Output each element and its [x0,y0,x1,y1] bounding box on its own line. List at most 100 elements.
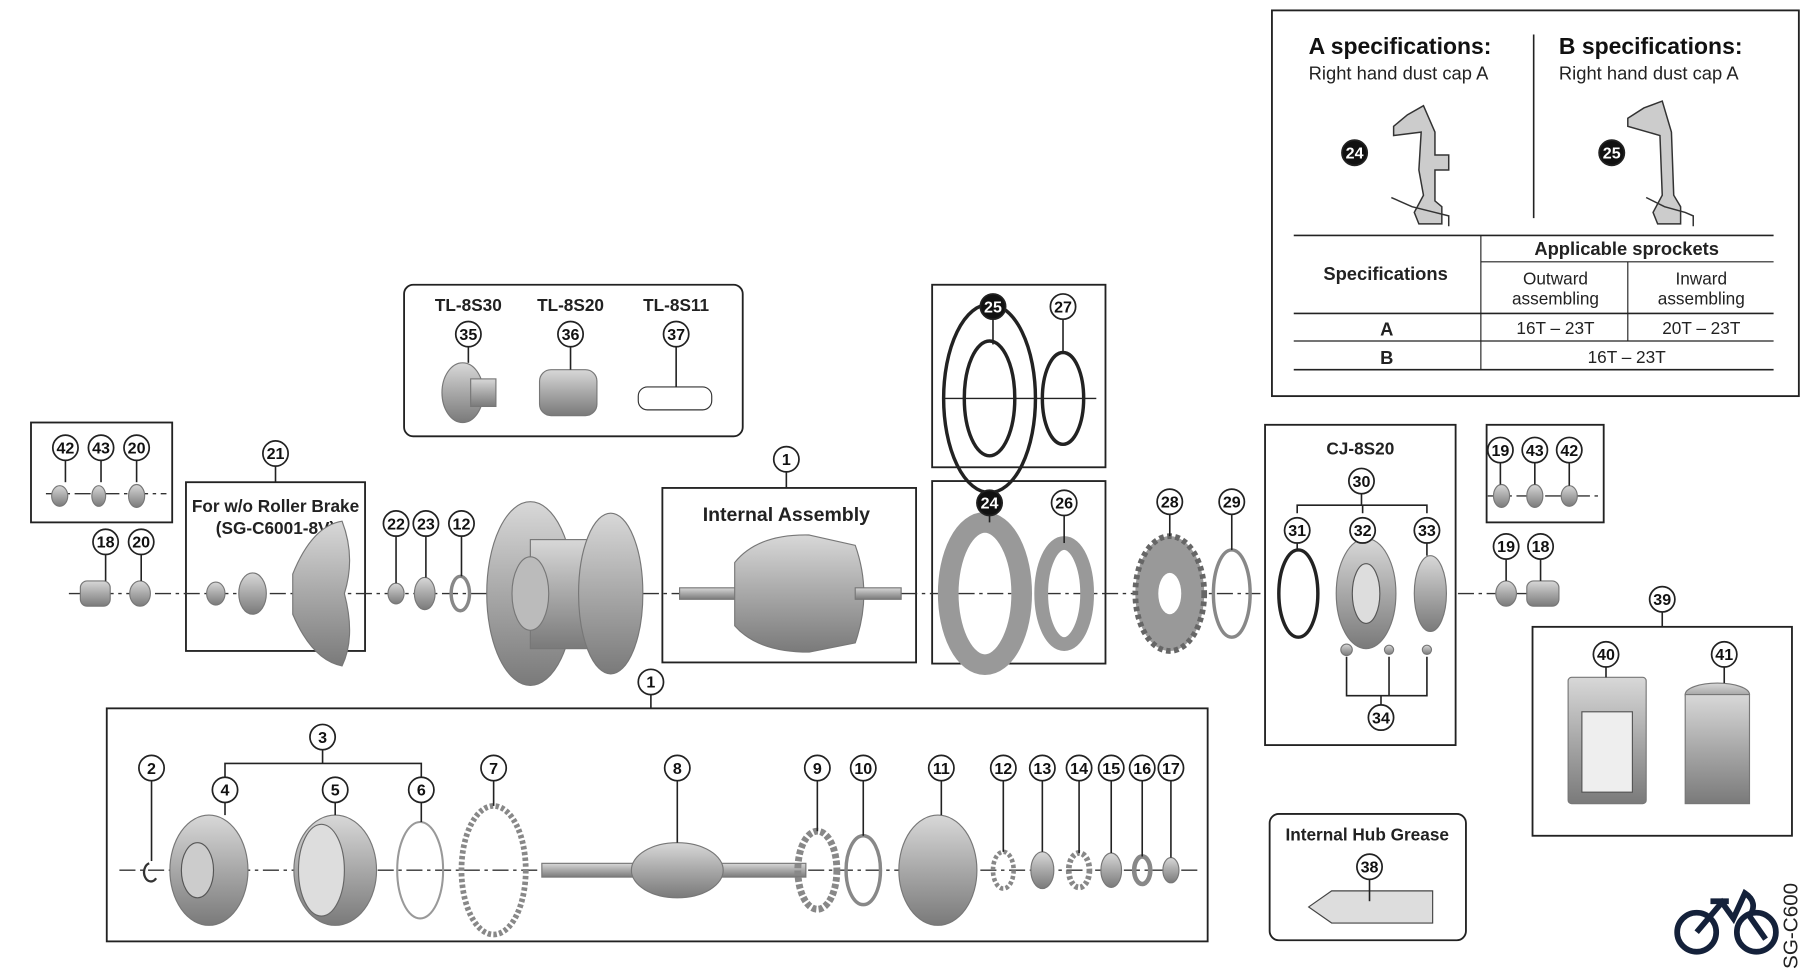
row-b-spec: B [1380,347,1393,368]
svg-text:30: 30 [1353,473,1371,491]
svg-text:40: 40 [1597,646,1615,664]
callout-1: 1 [637,668,665,709]
callout-43: 43 [87,434,115,483]
svg-text:8: 8 [673,760,682,778]
internal-assembly-box [661,487,917,664]
callout-4: 4 [211,776,239,816]
col-outward-line1: Outward [1523,269,1588,289]
callout-14: 14 [1065,754,1093,853]
callout-39: 39 [1648,585,1676,627]
tool-label-tl8s30: TL-8S30 [435,295,502,315]
svg-text:7: 7 [489,760,498,778]
callout-1: 1 [772,445,800,488]
parts-internal-row [142,748,1180,938]
grease-box [1268,813,1467,942]
svg-text:11: 11 [933,760,950,778]
cassette-joint-box [1264,423,1457,747]
svg-text:26: 26 [1055,495,1073,513]
tools-box [403,283,744,438]
svg-text:21: 21 [267,445,285,463]
svg-text:35: 35 [459,326,477,344]
col-inward-line2: assembling [1658,288,1745,308]
a-spec-subtitle: Right hand dust cap A [1309,62,1489,83]
callout-17: 17 [1157,754,1185,858]
svg-text:24: 24 [1346,144,1364,162]
callout-13: 13 [1028,754,1056,852]
spec-callout-layer: 24 25 [1341,139,1626,167]
tool-label-tl8s11: TL-8S11 [643,295,709,315]
svg-text:6: 6 [417,782,426,800]
svg-text:33: 33 [1418,522,1436,540]
parts-main-row [51,302,1751,924]
internal-parts-box [105,707,1209,943]
svg-text:32: 32 [1354,522,1372,540]
bicycle-logo [1674,888,1779,955]
a-spec-title: A specifications: [1309,33,1492,59]
svg-text:16: 16 [1133,760,1151,778]
svg-text:20: 20 [128,440,146,458]
svg-text:41: 41 [1715,646,1733,664]
dust-cap-a-section [1392,104,1450,225]
callout-42: 42 [1555,436,1583,486]
svg-text:25: 25 [984,298,1002,316]
callout-21: 21 [262,440,289,483]
svg-text:25: 25 [1603,144,1621,162]
callout-2: 2 [138,754,166,862]
callout-6: 6 [407,776,435,823]
svg-text:18: 18 [97,534,115,552]
watermark-text: SG-C600 [1780,883,1800,969]
svg-text:3: 3 [318,729,327,747]
callout-29: 29 [1218,488,1246,550]
callout-10: 10 [849,754,877,836]
svg-text:15: 15 [1102,760,1120,778]
svg-text:34: 34 [1372,709,1390,727]
svg-text:19: 19 [1491,442,1509,460]
svg-text:22: 22 [387,515,405,533]
b-spec-title: B specifications: [1559,33,1743,59]
callout-28: 28 [1156,488,1184,537]
callout-20: 20 [123,434,151,483]
left-nut-box [30,421,174,524]
callout-26: 26 [1050,489,1078,544]
svg-text:12: 12 [453,515,471,533]
callout-42: 42 [51,434,79,483]
callout-30: 30 [1347,467,1375,506]
callout-24: 24 [976,489,1004,523]
roller-brake-model: (SG-C6001-8V) [216,518,336,538]
svg-text:20: 20 [132,534,150,552]
svg-text:23: 23 [417,515,435,533]
callout-25: 25 [979,293,1007,345]
col-outward-line2: assembling [1512,288,1599,308]
svg-text:24: 24 [981,495,999,513]
cassette-joint-label: CJ-8S20 [1326,439,1394,459]
svg-text:14: 14 [1070,760,1088,778]
row-b-sprockets: 16T – 23T [1588,347,1667,367]
b-spec-subtitle: Right hand dust cap A [1559,62,1739,83]
row-a-inward: 20T – 23T [1662,318,1741,338]
callout-20: 20 [127,528,155,581]
callout-38: 38 [1356,853,1384,902]
callout-24: 24 [1341,139,1369,167]
col-specifications: Specifications [1323,263,1447,284]
row-a-spec: A [1380,318,1393,339]
svg-text:1: 1 [782,451,791,469]
svg-text:4: 4 [221,782,230,800]
right-nut-box [1485,423,1605,524]
svg-text:31: 31 [1288,522,1306,540]
svg-text:42: 42 [56,440,74,458]
sprocket-table: Specifications Applicable sprockets Outw… [1293,234,1774,371]
callout-25: 25 [1598,139,1626,167]
callout-18: 18 [92,528,120,581]
callout-9: 9 [803,754,831,832]
callout-12: 12 [989,754,1017,852]
svg-text:2: 2 [147,760,156,778]
callout-19: 19 [1492,533,1520,581]
svg-text:5: 5 [331,782,340,800]
callout-5: 5 [321,776,349,816]
callout-32: 32 [1349,516,1377,544]
svg-text:12: 12 [994,760,1012,778]
col-inward-line1: Inward [1675,269,1727,289]
svg-text:17: 17 [1162,760,1180,778]
svg-text:43: 43 [92,440,110,458]
